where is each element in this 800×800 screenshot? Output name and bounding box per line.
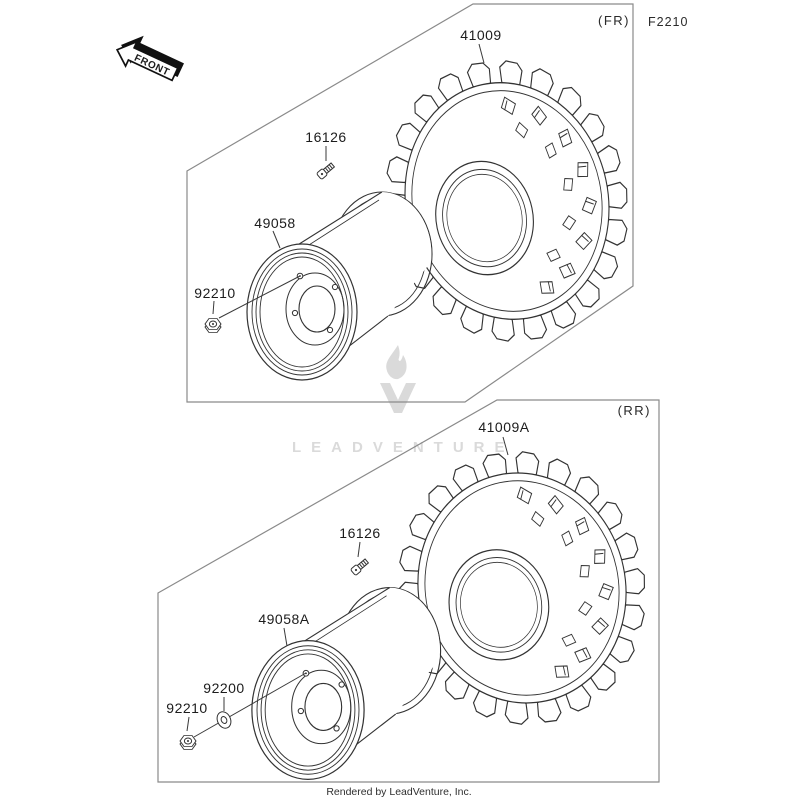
front-section-frame: [186, 3, 634, 403]
watermark-v-icon: [380, 383, 416, 413]
part-ref-49058[interactable]: 49058: [254, 215, 295, 231]
leadventure-watermark: LEADVENTURE: [292, 345, 515, 456]
part-ref-16126-front[interactable]: 16126: [305, 129, 346, 145]
front-section: (FR) 41009 16126 49058 92210: [194, 13, 654, 381]
part-ref-41009A[interactable]: 41009A: [478, 419, 529, 435]
rear-tire-drawing: [373, 429, 671, 748]
front-direction-arrow: FRONT: [115, 35, 184, 82]
part-ref-92210-front[interactable]: 92210: [194, 285, 235, 301]
part-ref-92210-rear[interactable]: 92210: [166, 700, 207, 716]
front-valve-stem-drawing: [315, 161, 336, 181]
watermark-flame-icon: [386, 345, 407, 380]
rear-section-tag: (RR): [618, 403, 651, 418]
part-ref-16126-rear[interactable]: 16126: [339, 525, 380, 541]
rear-section-frame: [157, 399, 660, 783]
part-ref-41009[interactable]: 41009: [460, 27, 501, 43]
front-lug-nut-drawing: [204, 317, 222, 334]
front-section-tag: (FR): [598, 13, 630, 28]
rear-section: (RR) 41009A 16126 49058A 92200 92210: [166, 403, 671, 780]
rear-lug-nut-drawing: [179, 734, 197, 751]
footer-credit: Rendered by LeadVenture, Inc.: [326, 786, 471, 798]
rear-washer-drawing: [214, 709, 234, 731]
rear-valve-stem-drawing: [349, 557, 370, 577]
watermark-text: LEADVENTURE: [292, 439, 515, 456]
part-ref-49058A[interactable]: 49058A: [258, 611, 309, 627]
page-code: F2210: [648, 15, 688, 29]
part-ref-92200[interactable]: 92200: [203, 680, 244, 696]
